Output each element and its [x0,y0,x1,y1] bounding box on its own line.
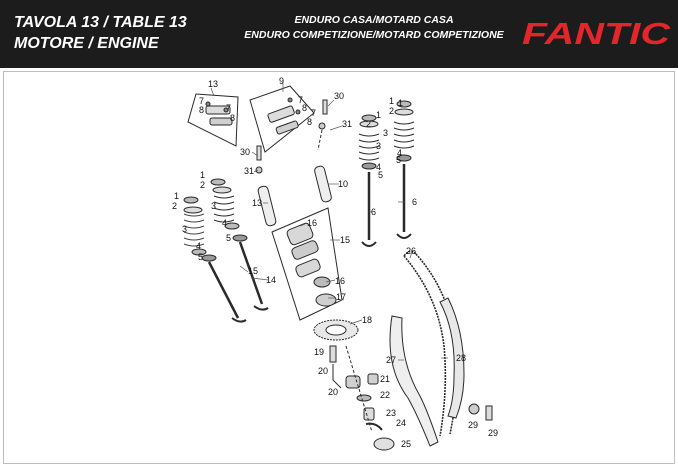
callout-5-b: 5 [226,233,231,243]
washer-28 [468,403,480,415]
callout-21: 22 [380,390,390,400]
callout-1-c: 1 [389,96,394,106]
model-line-1: ENDURO CASA/MOTARD CASA [294,14,454,26]
callout-3-c: 3 [383,128,388,138]
bolt-29 [485,405,493,421]
callout-8-a: 8 [199,105,204,115]
valve-assembly-front-left [183,196,247,323]
callout-13-b: 15 [248,266,258,276]
callout-30-b: 30 [334,91,344,101]
callout-2-d: 2 [366,119,371,129]
callout-7-d: 7 [311,108,316,118]
diagram-frame [3,71,675,464]
cam-sprocket-17 [313,319,359,341]
callout-2-a: 2 [172,201,177,211]
callout-16-b: 17 [336,292,346,302]
rocker-box-9 [249,85,315,153]
callout-23: 24 [396,418,406,428]
callout-4-c: 4 [397,148,402,158]
table-title-line-2: MOTORE / ENGINE [14,35,159,52]
pin-30-left [255,145,263,174]
callout-labels: 13 9 7 8 7 8 7 8 7 8 30 31 30 31 10 13 1… [172,76,498,449]
callout-6-a: 6 [371,207,376,217]
callout-1-e: 1 [376,110,381,120]
callout-29: 29 [488,428,498,438]
callout-9: 9 [279,76,284,86]
callout-5-c: 5 [396,155,401,165]
callout-4-d: 4 [376,162,381,172]
callout-28: 29 [468,420,478,430]
callout-10: 10 [338,179,348,189]
callout-4-a: 4 [196,241,201,251]
callout-5-d: 5 [378,170,383,180]
tensioner-parts [329,345,395,451]
callout-3-b: 3 [211,201,216,211]
callout-8-b: 8 [230,113,235,123]
callout-8-c: 8 [302,103,307,113]
rocker-box-11 [187,93,239,147]
callout-22: 23 [386,408,396,418]
callout-7-b: 7 [226,103,231,113]
valve-assembly-rear-right [393,100,415,239]
callout-2-c: 2 [389,106,394,116]
fantic-logo: FANTIC [522,16,671,51]
callout-2-b: 2 [200,180,205,190]
model-line-2: ENDURO COMPETIZIONE/MOTARD COMPETIZIONE [244,29,504,41]
table-title: TAVOLA 13 / TABLE 13 MOTORE / ENGINE [14,12,187,54]
callout-14: 15 [340,235,350,245]
camshaft-box-14 [271,207,343,321]
callout-12: 13 [252,198,262,208]
chain-guide-26 [389,315,439,447]
pin-30-right [318,99,328,130]
callout-8-d: 8 [307,117,312,127]
callout-31-a: 31 [244,166,254,176]
callout-25: 26 [406,246,416,256]
callout-15: 16 [335,276,345,286]
callout-6-b: 6 [412,197,417,207]
table-title-line-1: TAVOLA 13 / TABLE 13 [14,14,187,31]
callout-5-a: 5 [198,252,203,262]
callout-7-a: 7 [199,96,204,106]
callout-27: 28 [456,353,466,363]
callout-30-a: 30 [240,147,250,157]
callout-20-a: 20 [328,387,338,397]
callout-24: 25 [401,439,411,449]
callout-3-d: 3 [376,141,381,151]
callout-18: 19 [314,347,324,357]
header-bar: TAVOLA 13 / TABLE 13 MOTORE / ENGINE END… [0,0,678,68]
timing-chain-25 [403,250,458,437]
callout-4-b: 4 [222,218,227,228]
model-list: ENDURO CASA/MOTARD CASA ENDURO COMPETIZI… [236,13,512,43]
valve-assembly-rear-left [210,178,269,311]
callout-31-b: 31 [342,119,352,129]
chain-guide-27 [439,297,465,419]
callout-19: 20 [318,366,328,376]
callout-17: 18 [362,315,372,325]
callout-11: 13 [208,79,218,89]
callout-13-a: 14 [266,275,276,285]
valve-assembly-front-right [358,114,380,247]
callout-16-a: 16 [307,218,317,228]
callout-3-a: 3 [182,224,187,234]
callout-1-b: 1 [200,170,205,180]
callout-26: 27 [386,355,396,365]
callout-1-d: 1 [398,98,403,108]
callout-20-b: 21 [380,374,390,384]
callout-7-c: 7 [298,95,303,105]
rocker-shaft-10 [314,165,332,203]
rocker-shaft-12 [257,185,277,227]
callout-1-a: 1 [174,191,179,201]
brand-wordmark: FANTIC [522,16,671,51]
